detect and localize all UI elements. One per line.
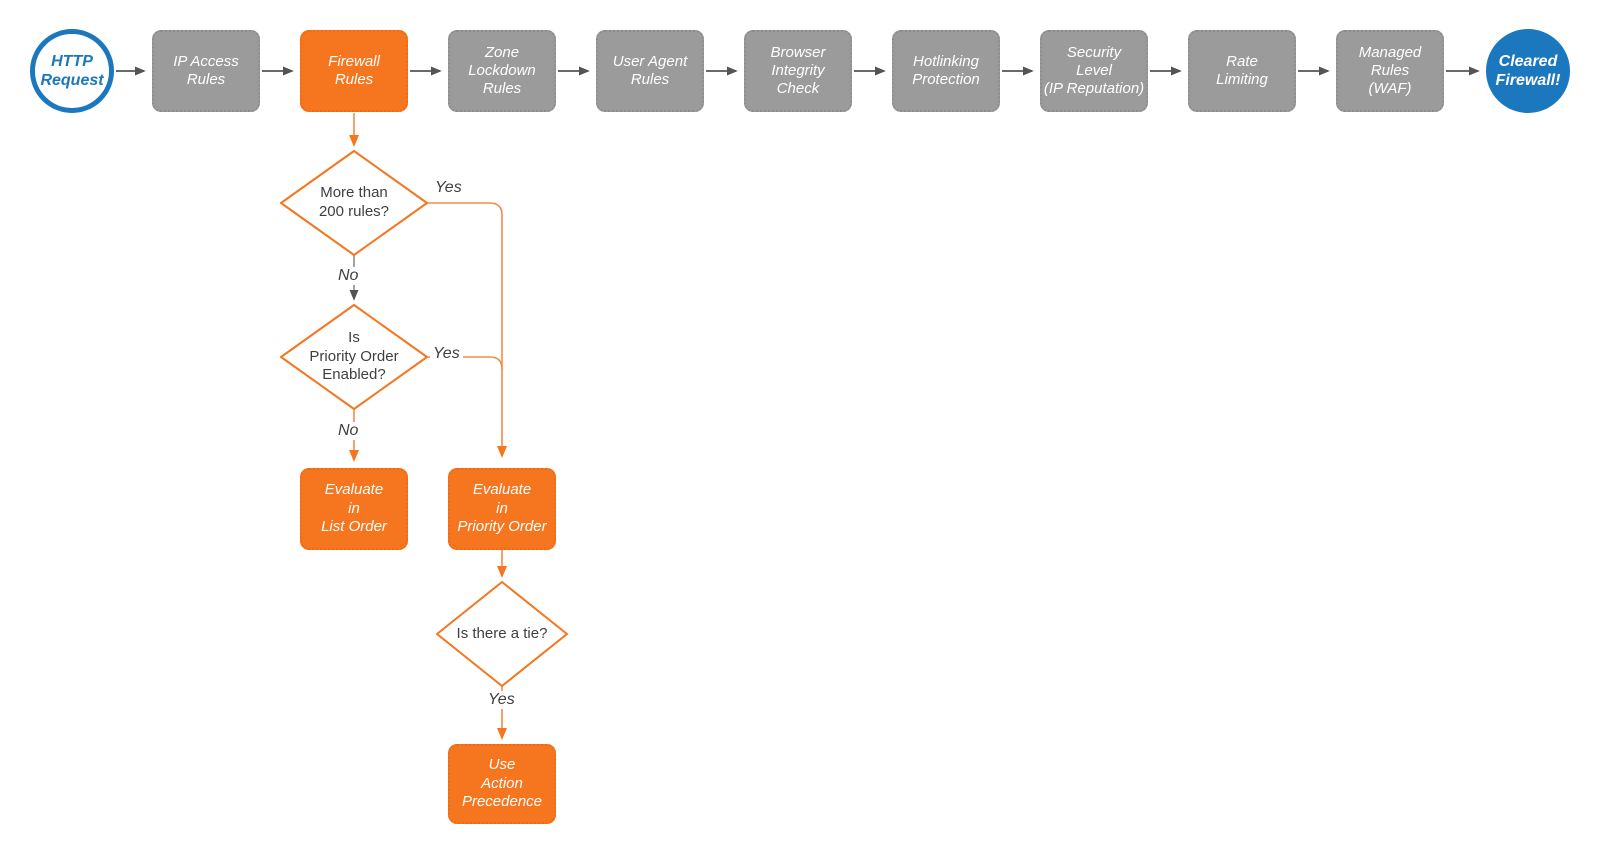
- stage-user-agent-rules: User Agent Rules: [596, 30, 704, 112]
- stage-managed-rules-waf: Managed Rules (WAF): [1336, 30, 1444, 112]
- connector-yes2-join: [427, 356, 503, 370]
- node-evaluate-in-priority-order: Evaluate in Priority Order: [448, 468, 556, 550]
- http-request-node: HTTP Request: [30, 29, 114, 113]
- edge-label-yes-2: Yes: [430, 345, 463, 363]
- stage-firewall-rules: Firewall Rules: [300, 30, 408, 112]
- edge-label-text: No: [338, 422, 359, 439]
- stage-zone-lockdown-rules: Zone Lockdown Rules: [448, 30, 556, 112]
- stage-rate-limiting: Rate Limiting: [1188, 30, 1296, 112]
- cleared-firewall-node: Cleared Firewall!: [1486, 29, 1570, 113]
- edge-label-text: Yes: [488, 691, 515, 708]
- outcome-label: Use Action Precedence: [461, 755, 543, 811]
- edge-label-no-1: No: [335, 267, 362, 285]
- http-request-label: HTTP Request: [40, 52, 104, 89]
- decision-question: Is there a tie?: [456, 624, 548, 642]
- decision-is-there-a-tie: Is there a tie?: [437, 582, 567, 686]
- edge-label-yes-3: Yes: [485, 691, 518, 709]
- connector-yes1-to-priority-order: [427, 202, 507, 458]
- decision-more-than-200-rules-shape: [280, 150, 428, 256]
- stage-label: User Agent Rules: [612, 52, 688, 88]
- stage-label: Rate Limiting: [1216, 52, 1268, 88]
- stage-hotlinking-protection: Hotlinking Protection: [892, 30, 1000, 112]
- decision-more-than-200-rules: More than 200 rules?: [281, 151, 427, 255]
- edge-label-no-2: No: [335, 422, 362, 440]
- decision-is-there-a-tie-shape: [436, 581, 568, 687]
- decision-priority-order-enabled-shape: [280, 304, 428, 410]
- edge-label-text: Yes: [435, 179, 462, 196]
- node-use-action-precedence: Use Action Precedence: [448, 744, 556, 824]
- stage-ip-access-rules: IP Access Rules: [152, 30, 260, 112]
- decision-question: Is Priority Order Enabled?: [309, 328, 399, 384]
- cleared-firewall-label: Cleared Firewall!: [1495, 52, 1561, 89]
- stage-label: Browser Integrity Check: [770, 43, 826, 98]
- stage-label: Managed Rules (WAF): [1358, 43, 1422, 98]
- stage-label: IP Access Rules: [173, 52, 239, 88]
- edge-label-text: Yes: [433, 345, 460, 362]
- decision-priority-order-enabled: Is Priority Order Enabled?: [281, 305, 427, 409]
- outcome-label: Evaluate in List Order: [321, 480, 387, 536]
- outcome-label: Evaluate in Priority Order: [457, 480, 547, 536]
- decision-question: More than 200 rules?: [318, 184, 390, 220]
- stage-label: Security Level (IP Reputation): [1043, 43, 1145, 98]
- edge-label-text: No: [338, 267, 359, 284]
- stage-browser-integrity-check: Browser Integrity Check: [744, 30, 852, 112]
- edge-label-yes-1: Yes: [432, 179, 465, 197]
- stage-security-level: Security Level (IP Reputation): [1040, 30, 1148, 112]
- stage-label: Hotlinking Protection: [912, 52, 980, 88]
- stage-label: Firewall Rules: [328, 52, 380, 88]
- node-evaluate-in-list-order: Evaluate in List Order: [300, 468, 408, 550]
- stage-label: Zone Lockdown Rules: [468, 43, 536, 98]
